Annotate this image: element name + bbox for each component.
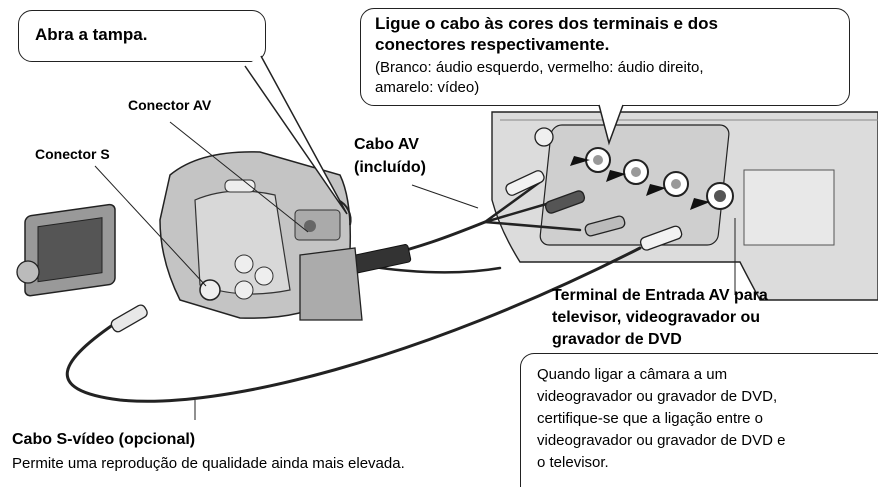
connect-title-line1: Ligue o cabo às cores dos terminais e do…: [375, 14, 718, 33]
camcorder: [16, 151, 363, 321]
s-connector-label: Conector S: [35, 146, 110, 162]
note-line: videogravador ou gravador de DVD e: [537, 432, 786, 449]
connect-title-line2: conectores respectivamente.: [375, 35, 610, 54]
av-plugs: [110, 170, 683, 333]
av-cable-label: Cabo AV: [354, 136, 419, 153]
insert-arrows: [570, 156, 710, 210]
terminal-label-line3: gravador de DVD: [552, 331, 682, 348]
note-line: videogravador ou gravador de DVD,: [537, 388, 778, 405]
av-connector-label: Conector AV: [128, 97, 212, 113]
connect-note-line1: (Branco: áudio esquerdo, vermelho: áudio…: [375, 59, 704, 76]
svideo-cable-title: Cabo S-vídeo (opcional): [12, 431, 196, 448]
terminal-label-line2: televisor, videogravador ou: [552, 309, 761, 326]
note-line: o televisor.: [537, 454, 609, 471]
callout-pointer: [244, 55, 348, 215]
connect-colors-callout: Ligue o cabo às cores dos terminais e do…: [360, 8, 850, 146]
note-line: Quando ligar a câmara a um: [537, 366, 728, 383]
av-cable-included-label: (incluído): [354, 159, 426, 176]
open-cover-callout: Abra a tampa.: [18, 10, 348, 215]
terminal-label-line1: Terminal de Entrada AV para: [552, 287, 768, 304]
connect-note-line2: amarelo: vídeo): [375, 79, 480, 96]
open-cover-text: Abra a tampa.: [35, 25, 148, 44]
leader-lines: [94, 121, 736, 420]
callout-pointer: [598, 104, 624, 146]
svideo-cable-description: Permite uma reprodução de qualidade aind…: [12, 455, 405, 472]
note-box: Quando ligar a câmara a um videogravador…: [520, 353, 878, 487]
note-line: certifique-se que a ligação entre o: [537, 410, 763, 427]
tv-terminal-panel: [491, 111, 878, 301]
